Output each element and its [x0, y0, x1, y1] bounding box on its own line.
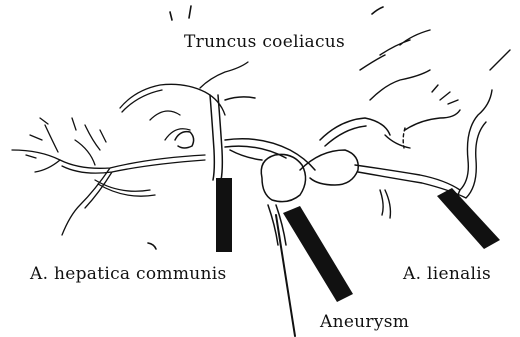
hepatica-arrow: [216, 178, 232, 252]
aneurysm-arrow: [283, 206, 353, 302]
label-truncus-coeliacus: Truncus coeliacus: [184, 32, 345, 52]
aneurysm-leader-line: [276, 215, 295, 336]
splenic-branches: [355, 30, 510, 218]
hepatic-branches: [12, 62, 248, 235]
aneurysm-sac: [261, 118, 390, 245]
celiac-trunk: [175, 95, 315, 180]
label-lienalis: A. lienalis: [403, 264, 491, 284]
lienalis-arrow: [437, 188, 500, 249]
label-aneurysm: Aneurysm: [320, 312, 409, 332]
label-hepatica-communis: A. hepatica communis: [30, 264, 227, 284]
